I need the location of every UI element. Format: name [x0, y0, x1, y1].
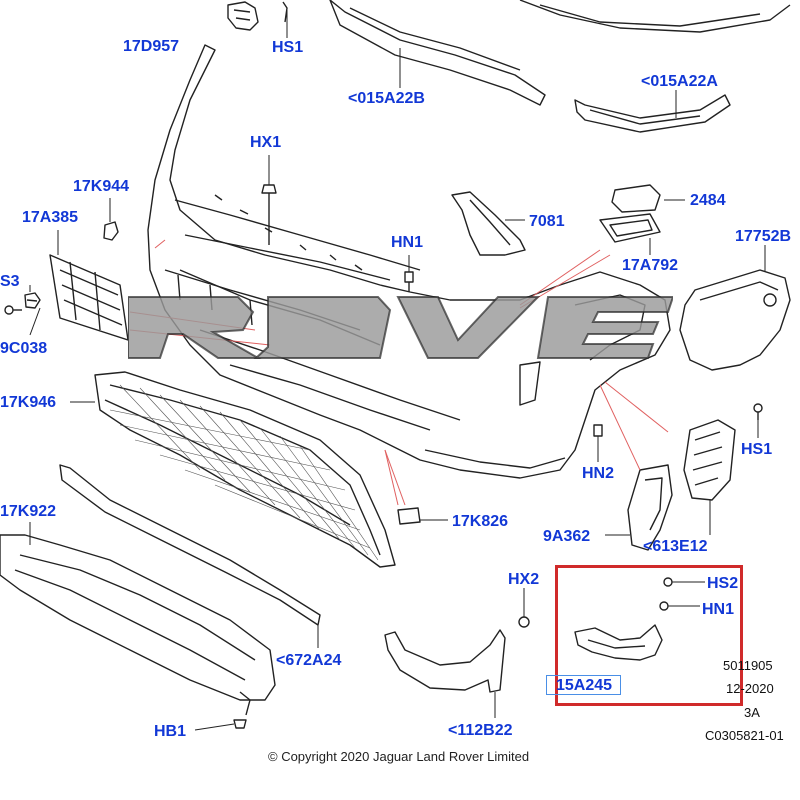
callout-015A22A[interactable]: <015A22A [641, 73, 718, 90]
callout-s3[interactable]: S3 [0, 273, 20, 290]
ref-code: C0305821-01 [705, 728, 784, 743]
callout-hx1[interactable]: HX1 [250, 134, 282, 151]
ref-date: 12-2020 [726, 681, 774, 696]
clip-17K826 [397, 507, 421, 525]
skid-panel [0, 534, 276, 716]
fastener-hb1 [233, 719, 247, 729]
bracket-17A792 [599, 213, 661, 243]
callout-613E12[interactable]: <613E12 [643, 538, 708, 555]
callout-hs2[interactable]: HS2 [707, 575, 739, 592]
callout-112B22[interactable]: <112B22 [448, 722, 513, 739]
fastener-hn2 [593, 424, 603, 437]
fastener-hx1 [261, 184, 277, 245]
callout-17K946[interactable]: 17K946 [0, 394, 57, 411]
upper-bracket [227, 1, 288, 31]
fog-lamp-613E12 [683, 419, 736, 501]
license-plate-bracket [49, 254, 129, 341]
callout-hx2[interactable]: HX2 [508, 571, 540, 588]
callout-9C038[interactable]: 9C038 [0, 340, 48, 357]
fastener-hs1-right [753, 403, 763, 420]
fastener-hn1-mid [404, 271, 414, 292]
fastener-hx2 [518, 616, 530, 628]
cap-2484 [611, 184, 661, 213]
lower-grille [94, 371, 396, 568]
callout-015A22B[interactable]: <015A22B [348, 90, 425, 107]
highlight-box [555, 565, 743, 706]
bracket-15A245 [574, 577, 673, 661]
lower-strip-17K922 [59, 464, 321, 626]
ref-revision: 3A [744, 705, 760, 720]
bracket-015A22A [574, 94, 731, 133]
clip-17K944 [103, 221, 119, 241]
callout-17A385[interactable]: 17A385 [22, 209, 79, 226]
callout-9A362[interactable]: 9A362 [543, 528, 591, 545]
selection-box [546, 675, 621, 695]
callout-7081[interactable]: 7081 [529, 213, 565, 230]
watermark-logo [128, 296, 673, 359]
callout-hn2[interactable]: HN2 [582, 465, 615, 482]
callout-17D957[interactable]: 17D957 [123, 38, 180, 55]
callout-17752B[interactable]: 17752B [735, 228, 792, 245]
callout-17K922[interactable]: 17K922 [0, 503, 57, 520]
callout-hn1-box[interactable]: HN1 [702, 601, 735, 618]
fasteners-left [4, 292, 41, 315]
callout-15A245[interactable]: 15A245 [556, 677, 613, 694]
bracket-7081 [451, 191, 526, 256]
copyright-notice: © Copyright 2020 Jaguar Land Rover Limit… [268, 749, 530, 764]
callout-hs1-right[interactable]: HS1 [741, 441, 773, 458]
callout-17A792[interactable]: 17A792 [622, 257, 679, 274]
bumper-tabs [214, 194, 363, 271]
bracket-9A362 [627, 464, 673, 551]
callout-672A24[interactable]: <672A24 [276, 652, 342, 669]
bracket-112B22 [384, 629, 506, 693]
callout-17K944[interactable]: 17K944 [73, 178, 130, 195]
side-bracket-17752B [679, 269, 791, 371]
callout-leaders [29, 10, 766, 731]
callout-hn1-mid[interactable]: HN1 [391, 234, 424, 251]
grille-mesh [109, 384, 379, 561]
callout-hs1-top[interactable]: HS1 [272, 39, 304, 56]
callout-17K826[interactable]: 17K826 [452, 513, 509, 530]
callout-2484[interactable]: 2484 [690, 192, 726, 209]
reinforcement-beam-top [329, 0, 791, 106]
callout-hb1[interactable]: HB1 [154, 723, 187, 740]
ref-number: 5011905 [723, 658, 773, 673]
